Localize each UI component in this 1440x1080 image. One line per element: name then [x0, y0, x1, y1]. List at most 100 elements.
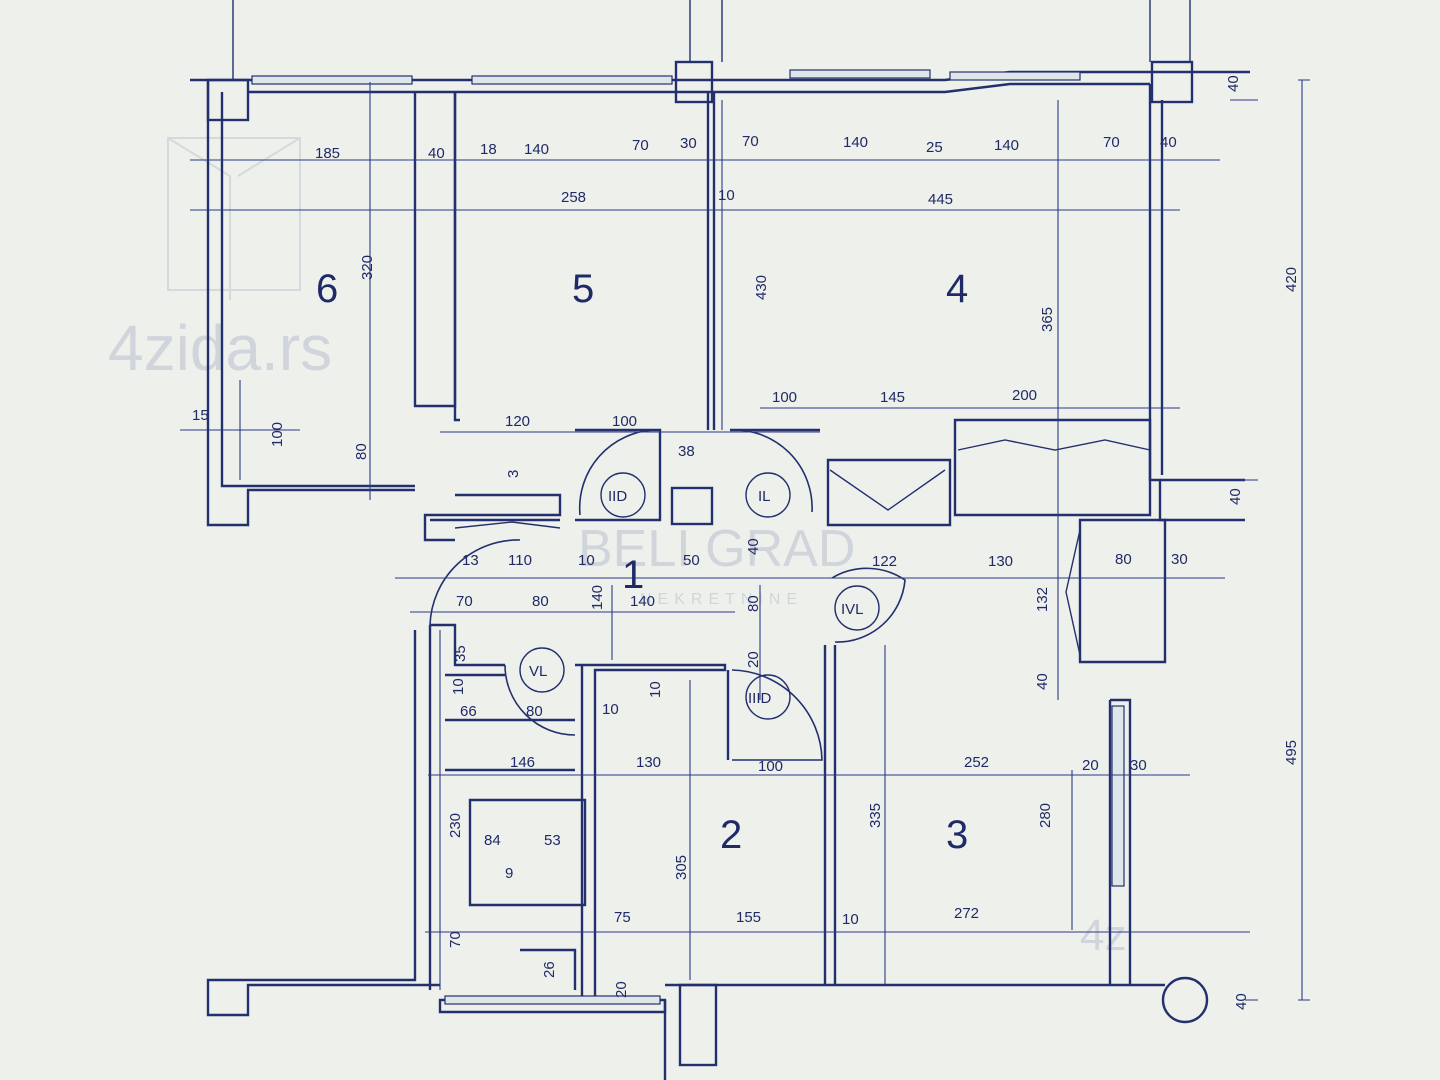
- dim-label: 10: [647, 681, 664, 698]
- dim-label: 140: [994, 137, 1019, 154]
- shaft-iiid-label: IIID: [748, 690, 772, 707]
- dim-label: 35: [452, 645, 469, 662]
- dim-label: 110: [508, 552, 532, 569]
- logo-watermark-cube: [167, 137, 301, 300]
- door-iiid: [731, 669, 823, 761]
- dim-label: 70: [456, 593, 473, 610]
- shaft-iid-label: IID: [608, 488, 627, 505]
- dim-label: 140: [630, 593, 655, 610]
- window-room-4a: [789, 69, 931, 79]
- shaft-ivl-label: IVL: [841, 601, 864, 618]
- dim-label: 40: [1227, 488, 1244, 505]
- door-il: [729, 429, 813, 513]
- dim-label: 130: [636, 754, 661, 771]
- dim-label: 40: [1233, 993, 1250, 1010]
- room-3-label: 3: [946, 813, 968, 857]
- dimension-lines: [180, 79, 1310, 1001]
- dim-label: 320: [359, 255, 376, 280]
- dim-label: 40: [1034, 673, 1051, 690]
- dim-label: 70: [447, 931, 464, 948]
- window-room-5: [471, 75, 673, 85]
- dim-label: 70: [742, 133, 759, 150]
- dim-label: 130: [988, 553, 1013, 570]
- room-2-label: 2: [720, 813, 742, 857]
- dim-label: 40: [745, 538, 762, 555]
- dim-label: 10: [718, 187, 735, 204]
- dim-label: 445: [928, 191, 953, 208]
- window-room-3: [1111, 705, 1125, 887]
- dim-label: 185: [315, 145, 340, 162]
- dim-label: 10: [450, 678, 467, 695]
- dim-label: 18: [480, 141, 497, 158]
- dim-label: 3: [505, 470, 522, 478]
- dim-label: 26: [541, 961, 558, 978]
- dim-label: 430: [753, 275, 770, 300]
- dim-label: 30: [1171, 551, 1188, 568]
- dim-label: 40: [428, 145, 445, 162]
- dim-label: 40: [1160, 134, 1177, 151]
- dim-label: 30: [1130, 757, 1147, 774]
- shaft-il: [745, 472, 791, 518]
- dim-label: 230: [447, 813, 464, 838]
- door-vl: [504, 664, 576, 736]
- column-bottom-right: [1161, 976, 1209, 1024]
- dim-label: 305: [673, 855, 690, 880]
- dim-label: 53: [544, 832, 561, 849]
- dim-label: 258: [561, 189, 586, 206]
- dim-label: 252: [964, 754, 989, 771]
- dim-label: 10: [578, 552, 595, 569]
- dim-label: 40: [1225, 75, 1242, 92]
- dim-label: 10: [602, 701, 619, 718]
- shaft-ivl: [834, 585, 880, 631]
- dim-label: 80: [526, 703, 543, 720]
- pillar-top-left: [206, 78, 250, 122]
- dim-label: 100: [612, 413, 637, 430]
- door-bath: [429, 539, 521, 626]
- dim-label: 80: [745, 595, 762, 612]
- window-bath: [444, 995, 661, 1005]
- pillar-bottom: [678, 983, 718, 1067]
- dim-label: 20: [745, 651, 762, 668]
- dim-label: 13: [462, 552, 479, 569]
- dim-label: 420: [1283, 267, 1300, 292]
- dim-label: 30: [680, 135, 697, 152]
- room-1-label: 1: [622, 553, 644, 597]
- dim-label: 20: [1082, 757, 1099, 774]
- dim-label: 80: [532, 593, 549, 610]
- dim-label: 495: [1283, 740, 1300, 765]
- dim-label: 10: [842, 911, 859, 928]
- shaft-iid: [600, 472, 646, 518]
- dim-label: 20: [613, 981, 630, 998]
- windows: [251, 69, 1125, 1005]
- room-4-label: 4: [946, 267, 968, 311]
- dim-label: 75: [614, 909, 631, 926]
- dim-label: 132: [1034, 587, 1051, 612]
- room-5-label: 5: [572, 267, 594, 311]
- dimension-labels: 185 40 18 140 70 30 70 140 25 140 70 40 …: [192, 75, 1300, 1010]
- dim-label: 80: [1115, 551, 1132, 568]
- dim-label: 365: [1039, 307, 1056, 332]
- room-labels: 6 5 4 1 2 3: [316, 267, 968, 857]
- dim-label: 145: [880, 389, 905, 406]
- dim-label: 100: [772, 389, 797, 406]
- shaft-vl-label: VL: [529, 663, 547, 680]
- dim-label: 80: [353, 443, 370, 460]
- room-6-label: 6: [316, 267, 338, 311]
- dim-label: 335: [867, 803, 884, 828]
- dim-label: 38: [678, 443, 695, 460]
- walls: [190, 0, 1250, 1080]
- dim-label: 272: [954, 905, 979, 922]
- dim-label: 25: [926, 139, 943, 156]
- dim-label: 146: [510, 754, 535, 771]
- corner-watermark: 4z: [1080, 911, 1126, 960]
- dim-label: 9: [505, 865, 513, 882]
- dim-label: 70: [632, 137, 649, 154]
- dim-label: 66: [460, 703, 477, 720]
- dim-label: 155: [736, 909, 761, 926]
- window-room-4b: [949, 71, 1081, 81]
- dim-label: 200: [1012, 387, 1037, 404]
- pillar-top-center: [674, 60, 714, 104]
- dim-label: 122: [872, 553, 897, 570]
